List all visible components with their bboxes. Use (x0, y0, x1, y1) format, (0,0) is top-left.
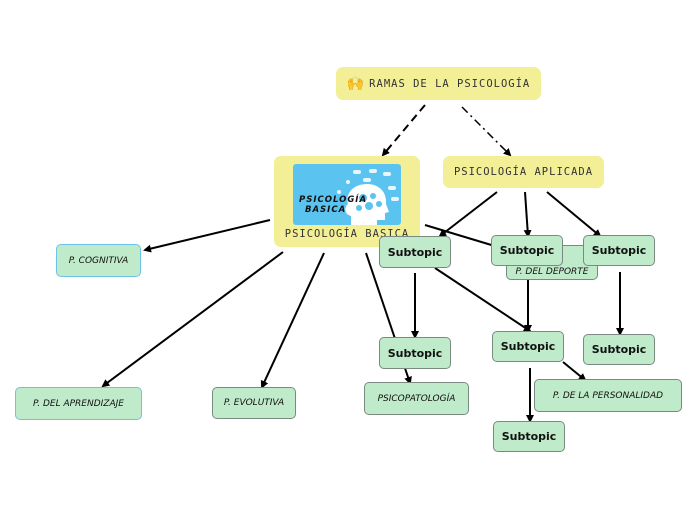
edge-basica-evolutiva (260, 252, 325, 389)
image-title-line2: BASICA (305, 205, 346, 215)
head-gears-illustration: PSICOLOGÍA BASICA (299, 169, 399, 225)
subtopic-3[interactable]: Subtopic (583, 235, 655, 266)
p-evolutiva-label: P. EVOLUTIVA (223, 398, 285, 408)
subtopic-label: Subtopic (499, 244, 555, 257)
subtopic-7[interactable]: Subtopic (493, 421, 565, 452)
subtopic-6[interactable]: Subtopic (583, 334, 655, 365)
edge-basica-aprendizaje (101, 251, 284, 388)
edge-aplicada-sub3 (546, 191, 602, 238)
subtopic-2[interactable]: Subtopic (491, 235, 563, 266)
node-p-cognitiva[interactable]: P. COGNITIVA (56, 244, 141, 277)
root-topic-label: RAMAS DE LA PSICOLOGÍA (369, 77, 531, 90)
edge-basica-cognitiva (143, 219, 271, 253)
raising-hands-icon: 🙌 (346, 75, 366, 92)
psicologia-aplicada-label: PSICOLOGÍA APLICADA (453, 166, 594, 178)
node-p-aprendizaje[interactable]: P. DEL APRENDIZAJE (15, 387, 142, 420)
edge-root-aplicada (461, 106, 512, 157)
subtopic-1[interactable]: Subtopic (379, 236, 451, 268)
subtopic-label: Subtopic (591, 244, 647, 257)
root-topic[interactable]: 🙌 RAMAS DE LA PSICOLOGÍA (336, 67, 541, 100)
psicologia-basica-image: PSICOLOGÍA BASICA (293, 164, 401, 225)
topic-psicologia-basica[interactable]: PSICOLOGÍA BASICA PSICOLOGÍA BASICA (274, 156, 420, 247)
subtopic-label: Subtopic (500, 340, 556, 353)
image-title-line1: PSICOLOGÍA (299, 193, 367, 205)
subtopic-label: Subtopic (387, 346, 443, 360)
node-p-personalidad[interactable]: P. DE LA PERSONALIDAD (534, 379, 682, 412)
topic-psicologia-aplicada[interactable]: PSICOLOGÍA APLICADA (443, 156, 604, 188)
p-aprendizaje-label: P. DEL APRENDIZAJE (33, 398, 124, 409)
p-personalidad-label: P. DE LA PERSONALIDAD (552, 390, 664, 401)
hidden-branch-label: P. DEL DEPORTE (515, 267, 589, 277)
edge-sub5-personalidad (562, 361, 587, 382)
edge-root-basica (381, 104, 426, 157)
edge-sub1-sub5 (434, 267, 532, 333)
edge-aplicada-sub2 (523, 191, 532, 238)
node-psicopatologia[interactable]: PSICOPATOLOGÍA (364, 382, 469, 415)
edge-aplicada-sub1 (438, 191, 498, 238)
psicologia-basica-label: PSICOLOGÍA BASICA (284, 228, 410, 240)
subtopic-label: Subtopic (591, 343, 647, 356)
p-cognitiva-label: P. COGNITIVA (68, 255, 129, 266)
subtopic-4[interactable]: Subtopic (379, 337, 451, 369)
psicopatologia-label: PSICOPATOLOGÍA (377, 393, 456, 404)
node-p-evolutiva[interactable]: P. EVOLUTIVA (212, 387, 296, 419)
subtopic-label: Subtopic (501, 430, 557, 443)
subtopic-5[interactable]: Subtopic (492, 331, 564, 362)
subtopic-label: Subtopic (387, 245, 443, 259)
